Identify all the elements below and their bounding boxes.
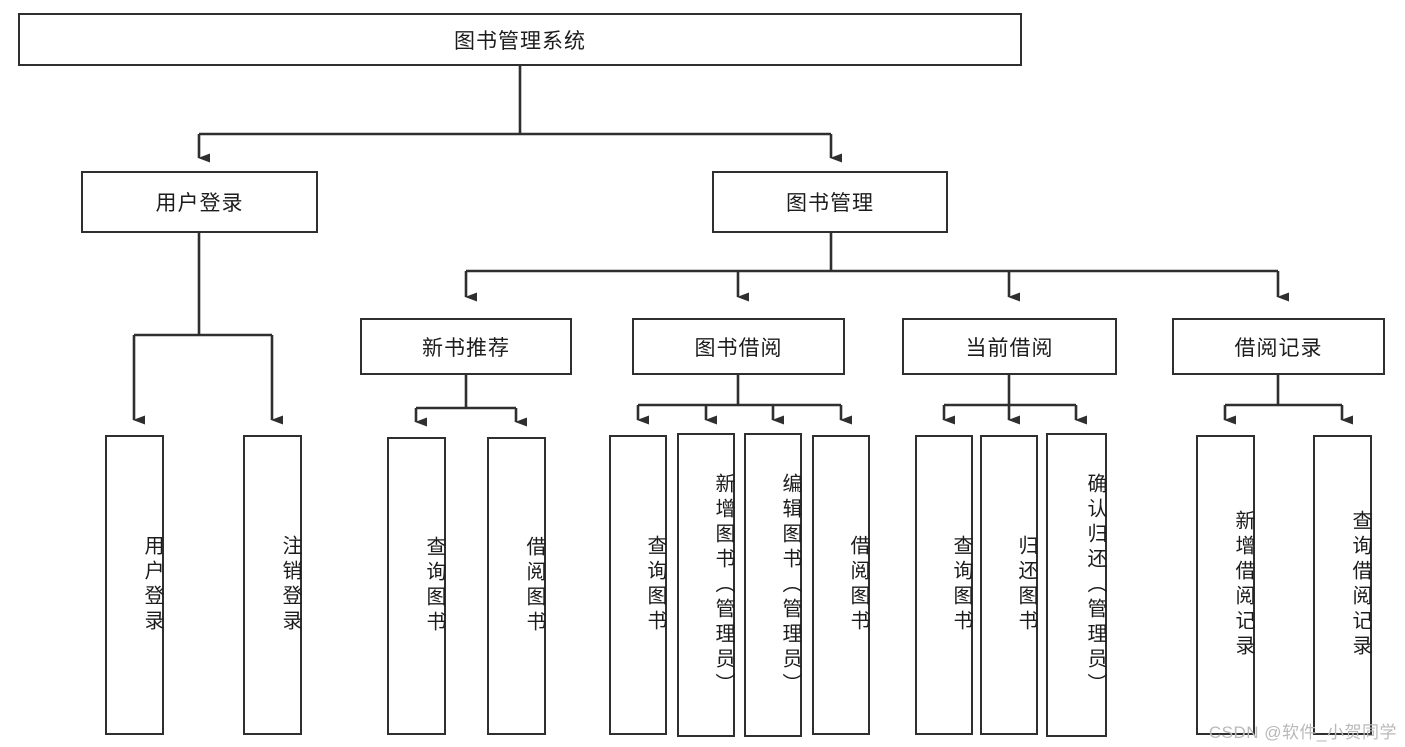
node-new-book-recommend[interactable]: 新书推荐 <box>360 318 572 375</box>
node-label: 图书借阅 <box>694 336 783 360</box>
leaf-record-add-record[interactable]: 新增借阅记录 <box>1196 435 1255 735</box>
node-root-system[interactable]: 图书管理系统 <box>18 13 1022 66</box>
node-label: 新书推荐 <box>422 336 510 360</box>
node-label: 查询图书 <box>644 535 666 635</box>
node-label: 用户登录 <box>155 192 244 215</box>
node-label: 编辑图书（管理员） <box>779 472 801 698</box>
leaf-current-return-book[interactable]: 归还图书 <box>980 435 1038 735</box>
leaf-recommend-borrow-book[interactable]: 借阅图书 <box>487 437 546 735</box>
leaf-borrow-borrow-book[interactable]: 借阅图书 <box>812 435 870 735</box>
node-label: 图书管理 <box>786 192 874 215</box>
node-label: 归还图书 <box>1015 535 1037 635</box>
node-label: 查询借阅记录 <box>1349 510 1371 660</box>
leaf-recommend-query-book[interactable]: 查询图书 <box>387 437 446 735</box>
leaf-current-confirm-return-admin[interactable]: 确认归还（管理员） <box>1046 433 1107 737</box>
node-label: 新增图书（管理员） <box>712 472 734 698</box>
node-borrow-record[interactable]: 借阅记录 <box>1172 318 1385 375</box>
node-label: 用户登录 <box>141 535 163 635</box>
node-user-login[interactable]: 用户登录 <box>81 171 318 233</box>
leaf-current-query-book[interactable]: 查询图书 <box>915 435 973 735</box>
watermark: CSDN @软件_小贺同学 <box>1208 723 1397 742</box>
leaf-user-login-login[interactable]: 用户登录 <box>105 435 164 735</box>
node-label: 借阅图书 <box>523 536 545 636</box>
node-label: 确认归还（管理员） <box>1084 472 1106 698</box>
node-label: 新增借阅记录 <box>1232 510 1254 660</box>
node-label: 注销登录 <box>279 535 301 635</box>
node-label: 借阅图书 <box>847 535 869 635</box>
leaf-borrow-add-book-admin[interactable]: 新增图书（管理员） <box>677 433 735 737</box>
leaf-user-login-logout[interactable]: 注销登录 <box>243 435 302 735</box>
leaf-borrow-query-book[interactable]: 查询图书 <box>609 435 667 735</box>
node-label: 图书管理系统 <box>454 29 586 53</box>
leaf-borrow-edit-book-admin[interactable]: 编辑图书（管理员） <box>744 433 802 737</box>
node-label: 查询图书 <box>423 536 445 636</box>
node-label: 当前借阅 <box>965 336 1054 360</box>
node-book-management[interactable]: 图书管理 <box>712 171 948 233</box>
node-label: 借阅记录 <box>1234 336 1323 360</box>
node-current-borrow[interactable]: 当前借阅 <box>902 318 1117 375</box>
node-label: 查询图书 <box>950 535 972 635</box>
leaf-record-query-record[interactable]: 查询借阅记录 <box>1313 435 1372 735</box>
node-book-borrow[interactable]: 图书借阅 <box>632 318 845 375</box>
